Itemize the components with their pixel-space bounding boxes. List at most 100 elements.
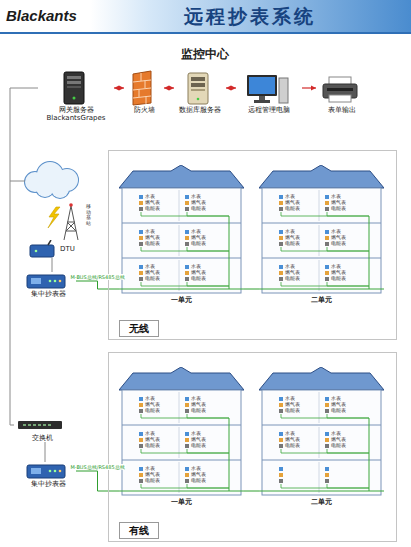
connector — [52, 258, 53, 272]
shape-part — [185, 403, 189, 407]
shape-part — [69, 203, 73, 207]
shape-part — [259, 418, 384, 491]
building-label: 一单元 — [119, 295, 244, 305]
meter-label: 燃气表 — [331, 269, 346, 275]
shape-part — [64, 206, 78, 240]
meter-label: 燃气表 — [331, 199, 346, 205]
shape-part — [35, 250, 38, 253]
meter-label: 燃气表 — [285, 234, 300, 240]
edge-label: M-BUS总线/RS485总线 — [70, 464, 126, 470]
meter-label: 燃气表 — [331, 436, 346, 442]
shape-part — [281, 449, 369, 453]
meter-label: 燃气表 — [191, 199, 206, 205]
shape-part — [279, 403, 283, 407]
shape-part — [327, 484, 369, 488]
building-label: 二单元 — [259, 295, 384, 305]
shape-part — [259, 367, 384, 390]
shape-part — [139, 467, 143, 471]
dtu-icon — [28, 240, 56, 258]
meter-label: 电能表 — [191, 442, 206, 448]
shape-part — [27, 275, 65, 288]
meter-label: 电能表 — [285, 275, 300, 281]
device-node: 集中抄表器 — [20, 272, 76, 298]
shape-part — [31, 468, 41, 474]
shape-part — [27, 275, 65, 288]
title: 远程抄表系统 — [130, 4, 370, 28]
shape-part — [139, 242, 143, 246]
shape-part — [327, 247, 369, 251]
shape-part — [185, 242, 189, 246]
shape-part — [185, 201, 189, 205]
device-node: 数据库服务器 — [174, 70, 226, 114]
shape-part — [119, 367, 244, 390]
arrow-head — [226, 86, 231, 91]
shape-part — [281, 212, 369, 216]
shape-part — [281, 247, 369, 251]
device-node: 交换机 — [14, 416, 70, 442]
shape-part — [327, 414, 369, 418]
arrow-head — [311, 86, 316, 91]
shape-part — [262, 223, 381, 224]
section-heading: 监控中心 — [145, 46, 265, 63]
arrow-head — [231, 86, 236, 91]
vertical-note: 移动基站 — [86, 204, 91, 226]
meter-label: 电能表 — [331, 205, 346, 211]
shape-part — [67, 81, 81, 84]
shape-part — [262, 390, 381, 495]
meter-label: 燃气表 — [191, 269, 206, 275]
cloud-icon — [25, 162, 78, 198]
device-icon — [316, 70, 364, 106]
meter-label: 水表 — [331, 228, 341, 234]
shape-part — [279, 479, 283, 483]
device-node: 集中抄表器 — [20, 462, 76, 488]
meter-label: 水表 — [331, 193, 341, 199]
meter-label: 水表 — [285, 395, 295, 401]
meter-label: 电能表 — [145, 477, 160, 483]
meter-label: 水表 — [285, 228, 295, 234]
shape-part — [185, 467, 189, 471]
meter-label: 电能表 — [191, 205, 206, 211]
connector — [76, 471, 119, 491]
shape-part — [49, 280, 52, 283]
tower-icon — [64, 203, 78, 240]
shape-part — [325, 201, 329, 205]
meter-label: 燃气表 — [145, 234, 160, 240]
shape-part — [185, 438, 189, 442]
shape-part — [325, 444, 329, 448]
shape-part — [325, 230, 329, 234]
shape-part — [185, 265, 189, 269]
meter-label: 电能表 — [285, 240, 300, 246]
shape-part — [325, 479, 329, 483]
meter-label: 电能表 — [285, 407, 300, 413]
device-label: 远程管理电脑 — [236, 106, 302, 114]
meter-label: 电能表 — [191, 275, 206, 281]
shape-part — [262, 258, 381, 259]
shape-part — [279, 265, 283, 269]
shape-part — [325, 271, 329, 275]
shape-part — [187, 484, 229, 488]
building-node: 二单元水表燃气表电能表水表燃气表电能表水表燃气表电能表水表燃气表电能表 — [259, 367, 384, 509]
shape-part — [262, 188, 381, 293]
arrow-head — [119, 86, 124, 91]
shape-part — [141, 484, 229, 488]
meter-label: 燃气表 — [331, 234, 346, 240]
shape-part — [323, 77, 357, 102]
shape-part — [139, 403, 143, 407]
meter-label: 电能表 — [145, 407, 160, 413]
meter-label: 水表 — [191, 263, 201, 269]
shape-part — [27, 465, 65, 478]
shape-part — [139, 473, 143, 477]
device-label: 网关服务器 BlackantsGrapes — [38, 106, 114, 122]
shape-part — [185, 397, 189, 401]
device-icon — [124, 70, 160, 106]
shape-part — [279, 201, 283, 205]
meter-label: 水表 — [191, 193, 201, 199]
shape-part — [281, 414, 369, 418]
device-icon — [174, 70, 222, 106]
shape-part — [139, 479, 143, 483]
connector — [45, 442, 46, 462]
shape-part — [51, 180, 69, 198]
shape-part — [64, 72, 84, 104]
shape-part — [185, 473, 189, 477]
